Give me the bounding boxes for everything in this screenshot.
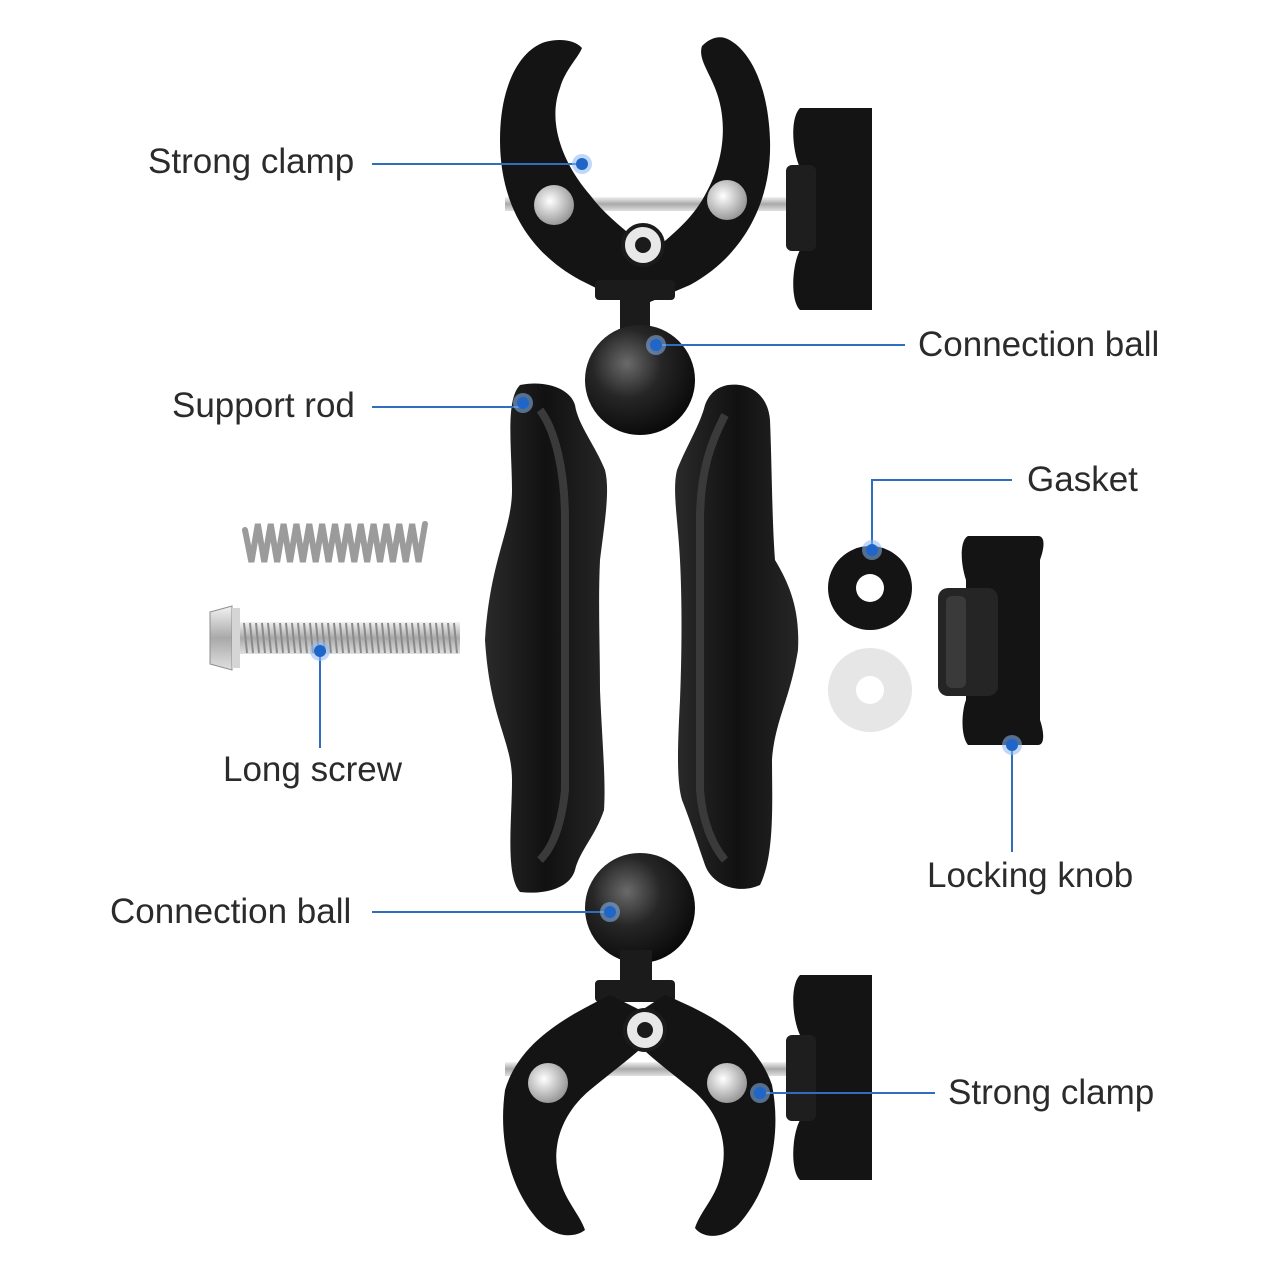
support-rod-right-half: [675, 385, 798, 889]
screw-cap-icon: [707, 180, 747, 220]
top-connection-ball: [585, 325, 695, 435]
long-screw-part: [210, 606, 460, 670]
label-support-rod: Support rod: [172, 386, 355, 426]
label-connection-ball-bottom: Connection ball: [110, 892, 351, 932]
label-locking-knob: Locking knob: [927, 856, 1133, 896]
screw-cap-icon: [707, 1063, 747, 1103]
label-gasket: Gasket: [1027, 460, 1138, 500]
label-strong-clamp-bottom: Strong clamp: [948, 1073, 1154, 1113]
support-rod: [485, 384, 798, 893]
screw-cap-icon: [528, 1063, 568, 1103]
spring-icon: [240, 520, 428, 564]
label-strong-clamp-top: Strong clamp: [148, 142, 354, 182]
support-rod-left-half: [485, 384, 607, 893]
gasket-part: [828, 546, 912, 732]
locking-knob-part: [938, 536, 1044, 745]
screw-cap-icon: [534, 185, 574, 225]
label-connection-ball-top: Connection ball: [918, 325, 1159, 365]
top-strong-clamp: [500, 37, 872, 333]
label-long-screw: Long screw: [223, 750, 402, 790]
